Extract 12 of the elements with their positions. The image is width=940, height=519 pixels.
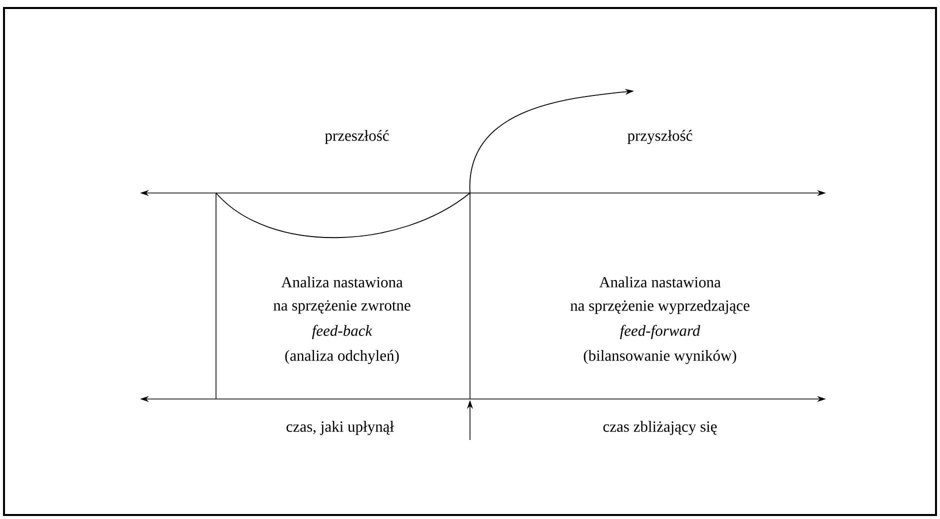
region-label: przeszłość bbox=[324, 130, 389, 144]
block-text: na sprzężenie zwrotne bbox=[274, 300, 410, 314]
block-text: na sprzężenie wyprzedzające bbox=[570, 300, 750, 314]
block-text: (bilansowanie wyników) bbox=[584, 350, 736, 364]
block-text: (analiza odchyleń) bbox=[285, 350, 399, 364]
axis-label: czas, jaki upłynął bbox=[286, 420, 394, 436]
block-text: feed-forward bbox=[620, 324, 700, 340]
block-text: Analiza nastawiona bbox=[281, 276, 403, 288]
axis-label: czas zbliżający się bbox=[603, 420, 717, 436]
region-label: przyszłość bbox=[628, 130, 692, 144]
block-text: feed-back bbox=[312, 324, 372, 340]
block-text: Analiza nastawiona bbox=[599, 276, 721, 288]
